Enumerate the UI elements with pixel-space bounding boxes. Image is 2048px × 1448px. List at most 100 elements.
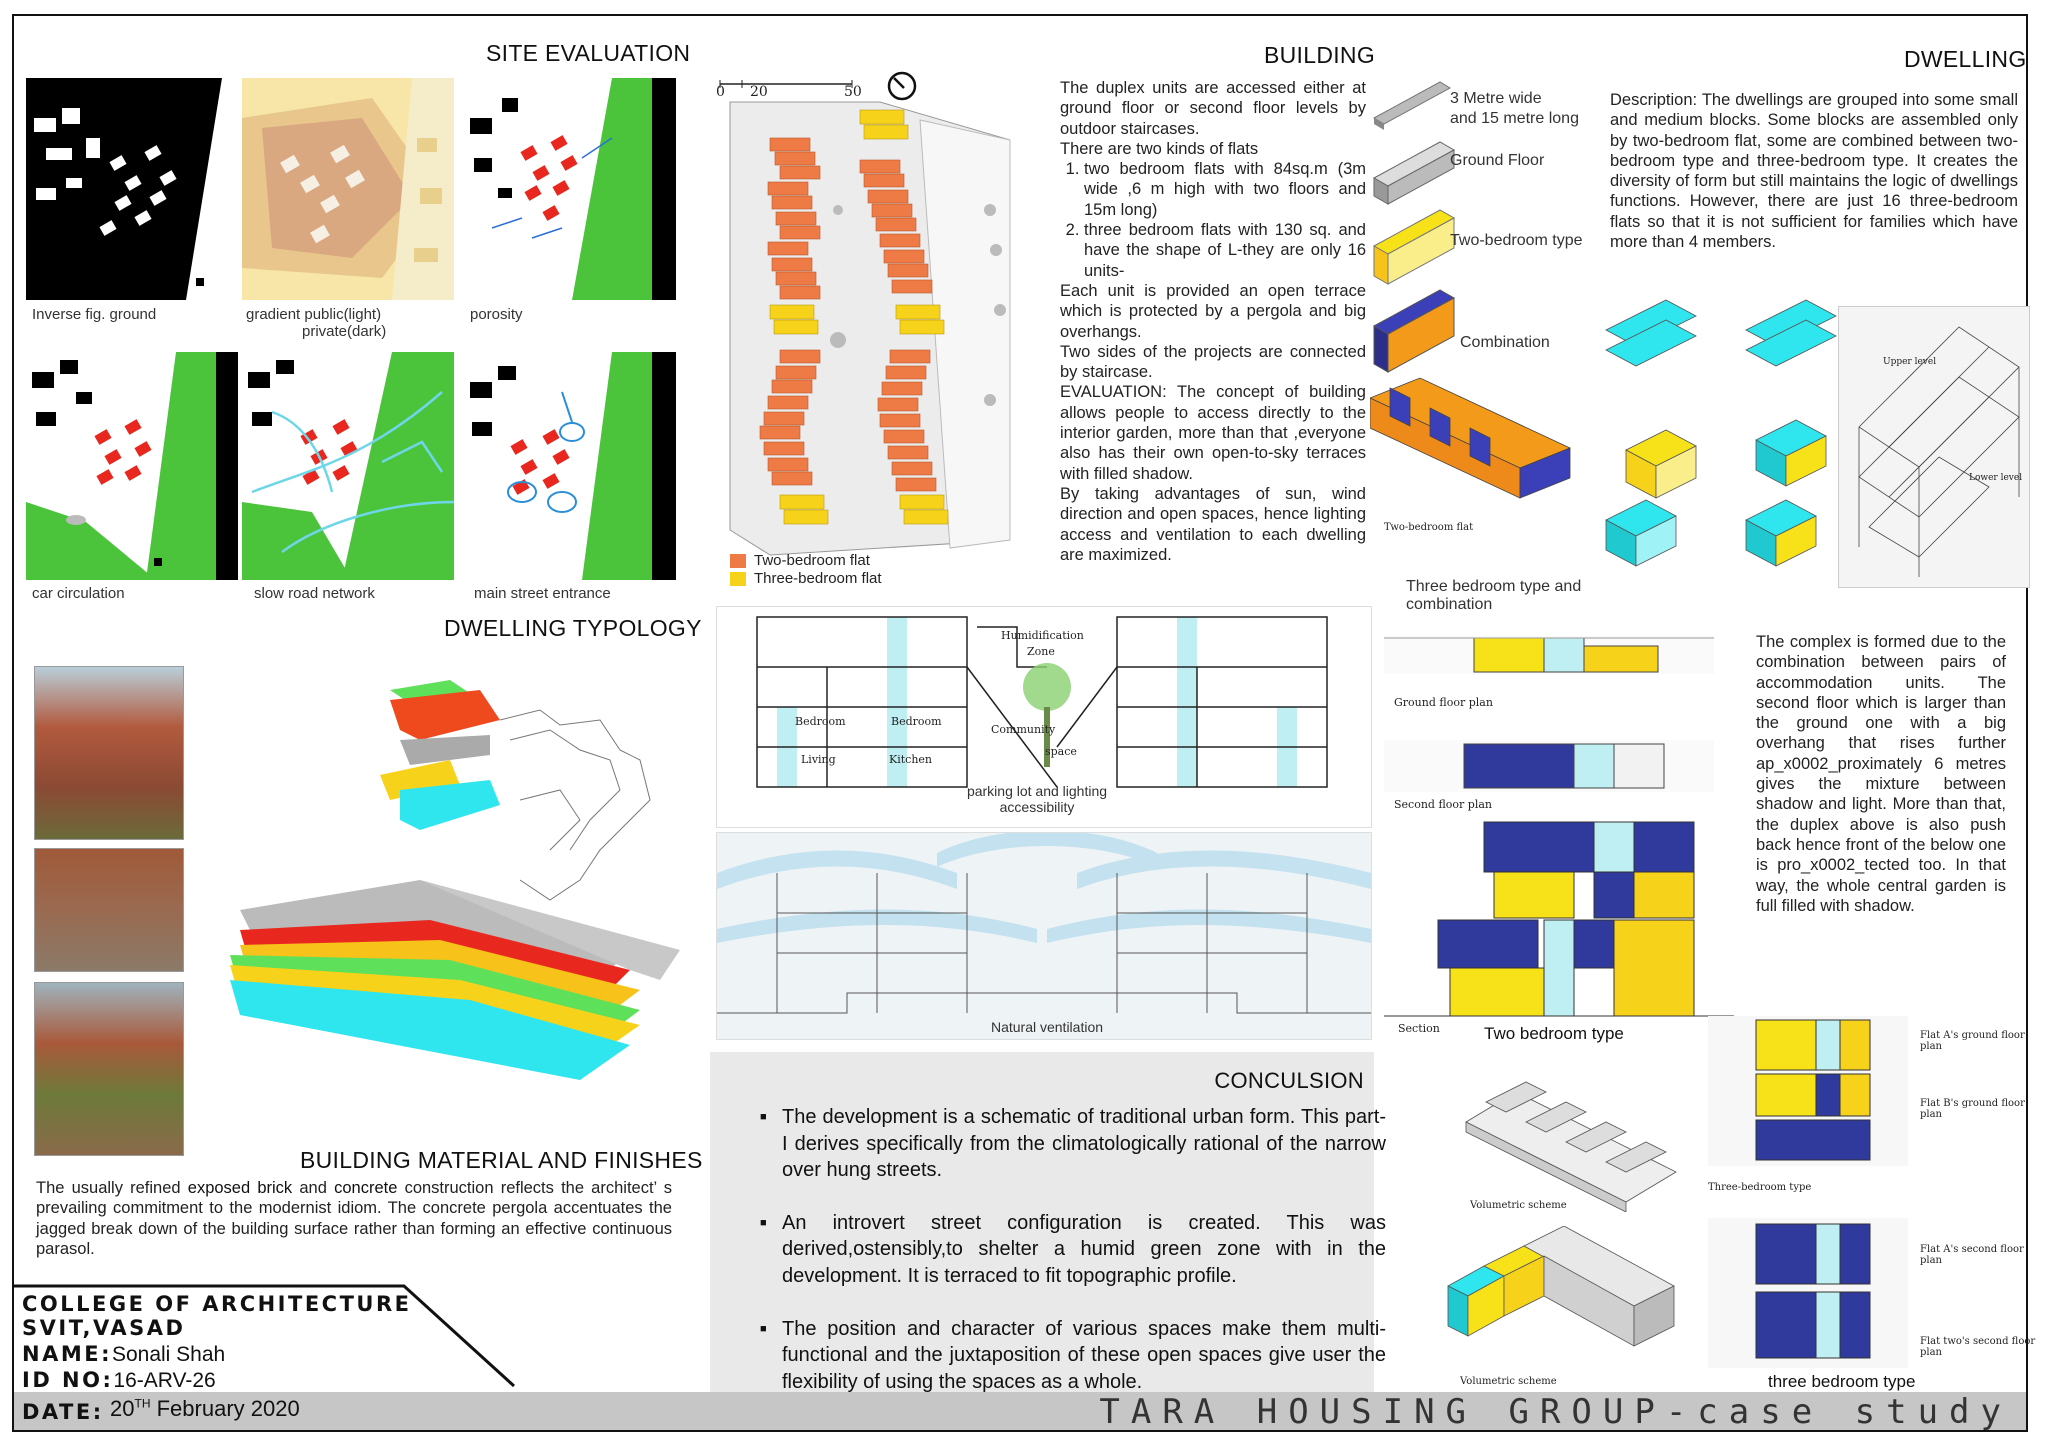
- block-diagrams: [1370, 81, 1572, 499]
- flat-types-list: two bedroom flats with 84sq.m (3m wide ,…: [1060, 159, 1366, 281]
- site-evaluation-heading: SITE EVALUATION: [486, 40, 691, 66]
- volumetric-scheme-label: Volumetric scheme: [1470, 1200, 1567, 1211]
- flat-ground-floor-plans: [1708, 1016, 1908, 1166]
- tile-slow-road-network: [242, 352, 454, 580]
- date-rest: February 2020: [156, 1396, 300, 1421]
- ground-floor-plan-lines: [1384, 637, 1714, 673]
- natural-ventilation-drawing: Natural ventilation: [716, 830, 1372, 1040]
- flat-second-floor-lines: [1755, 1223, 1871, 1359]
- date-suffix: TH: [134, 1396, 151, 1411]
- legend-swatch-orange: [730, 554, 746, 569]
- section-caption: parking lot and lighting accessibility: [966, 783, 1108, 815]
- materials-heading: BUILDING MATERIAL AND FINISHES: [300, 1147, 703, 1173]
- block-label-two-bedroom-flat: Two-bedroom flat: [1384, 522, 1474, 533]
- legend-two-bedroom: Two-bedroom flat: [730, 552, 870, 569]
- block-label-dimensions-2: and 15 metre long: [1450, 110, 1579, 127]
- legend-three-bedroom: Three-bedroom flat: [730, 570, 882, 587]
- lower-level-label: Lower level: [1969, 473, 2023, 483]
- tile-caption: car circulation: [32, 585, 125, 602]
- gradient-map: [242, 78, 454, 300]
- three-bedroom-type-caption: three bedroom type: [1768, 1372, 1916, 1391]
- date-day: 20: [110, 1396, 135, 1421]
- second-floor-plan: [1384, 740, 1714, 792]
- second-floor-plan-lines: [1463, 743, 1665, 789]
- section-label-zone: Zone: [1027, 645, 1055, 658]
- legend-swatch-yellow: [730, 572, 746, 587]
- materials-keyword-brick: exposed brick: [187, 1179, 293, 1197]
- plans-description: The complex is formed due to the combina…: [1756, 633, 2006, 915]
- id-label: ID NO:: [22, 1368, 114, 1392]
- upper-level-label: Upper level: [1883, 357, 1937, 367]
- ground-floor-plan: [1384, 636, 1714, 674]
- date-value: 20TH February 2020: [110, 1396, 300, 1422]
- materials-keyword-concrete: concrete: [334, 1179, 398, 1197]
- photo-courtyard-steps: [34, 848, 184, 972]
- tile-caption: gradient public(light): [246, 306, 382, 323]
- building-staircase-text: Two sides of the projects are connected …: [1060, 342, 1366, 382]
- legend-label: Three-bedroom flat: [754, 570, 882, 587]
- building-evaluation-text: EVALUATION: The concept of building allo…: [1060, 383, 1366, 483]
- tile-porosity: [462, 78, 676, 300]
- three-bedroom-caption: Three bedroom type and combination: [1406, 578, 1582, 613]
- flat-type-item: two bedroom flats with 84sq.m (3m wide ,…: [1084, 159, 1366, 220]
- north-arrow-icon: [887, 71, 917, 101]
- photo-building-exterior: [34, 666, 184, 840]
- building-climate-text: By taking advantages of sun, wind direct…: [1060, 484, 1366, 564]
- ventilation-lines: [717, 830, 1371, 1014]
- site-plan-drawing: [729, 101, 1011, 556]
- section-lines: [756, 616, 1328, 788]
- tile-caption: main street entrance: [474, 585, 611, 602]
- date-label: DATE:: [22, 1400, 104, 1424]
- tile-caption: Inverse fig. ground: [32, 306, 157, 323]
- three-bedroom-block-diagrams: [1605, 299, 1837, 567]
- building-heading: BUILDING: [1264, 42, 1376, 68]
- scale-tick-0: 0: [716, 84, 725, 100]
- slow-road-network-map: [242, 352, 454, 580]
- conclusion-list: The development is a schematic of tradit…: [760, 1104, 1386, 1421]
- flat-type-item: three bedroom flats with 130 sq. and hav…: [1084, 220, 1366, 281]
- section-label-humidification: Humidification: [1001, 629, 1084, 642]
- dwelling-heading: DWELLING: [1904, 46, 2027, 72]
- ground-floor-plan-label: Ground floor plan: [1394, 696, 1493, 709]
- flat-two-second-label: Flat two's second floor plan: [1920, 1336, 2036, 1358]
- second-floor-plan-label: Second floor plan: [1394, 798, 1492, 811]
- volumetric-scheme-2: [1447, 1226, 1675, 1347]
- block-label-two-bedroom: Two-bedroom type: [1450, 232, 1583, 249]
- section-label-kitchen: Kitchen: [889, 753, 932, 766]
- conclusion-point: The development is a schematic of tradit…: [760, 1104, 1386, 1184]
- tile-caption: slow road network: [254, 585, 375, 602]
- flat-second-floor-plans: [1708, 1218, 1908, 1368]
- building-intro: The duplex units are accessed either at …: [1060, 79, 1366, 138]
- block-label-ground-floor: Ground Floor: [1450, 152, 1545, 169]
- section-label: Section: [1398, 1022, 1440, 1035]
- block-label-combination: Combination: [1460, 334, 1550, 351]
- materials-text-part: The usually refined: [36, 1179, 181, 1197]
- scale-tick-50: 50: [844, 84, 862, 100]
- flat-ground-floor-lines: [1755, 1019, 1871, 1161]
- car-circulation-map: [26, 352, 238, 580]
- name-label: NAME:: [22, 1342, 112, 1366]
- inverse-figure-ground-map: [34, 78, 238, 300]
- flat-a-second-label: Flat A's second floor plan: [1920, 1244, 2024, 1266]
- author-block-frame: [14, 1284, 516, 1388]
- building-kinds: There are two kinds of flats: [1060, 139, 1259, 158]
- three-bedroom-type-label: Three-bedroom type: [1708, 1182, 1812, 1193]
- dwelling-typology-heading: DWELLING TYPOLOGY: [444, 615, 702, 641]
- main-street-entrance-map: [470, 352, 676, 580]
- section-two-bedroom-lines: [1384, 821, 1734, 1017]
- author-id-row: ID NO:16-ARV-26: [22, 1368, 216, 1393]
- author-id: 16-ARV-26: [113, 1369, 216, 1392]
- conclusion-panel: CONCULSION The development is a schemati…: [710, 1052, 1386, 1393]
- materials-text: The usually refined exposed brick and co…: [36, 1178, 672, 1259]
- block-label-dimensions: 3 Metre wide: [1450, 90, 1542, 107]
- building-description: The duplex units are accessed either at …: [1060, 78, 1366, 565]
- building-terrace-text: Each unit is provided an open terrace wh…: [1060, 281, 1366, 341]
- dwelling-sketch-lines: [1858, 326, 2020, 577]
- tile-main-street-entrance: [462, 352, 676, 580]
- conclusion-point: The position and character of various sp…: [760, 1316, 1386, 1396]
- two-bedroom-type-caption: Two bedroom type: [1484, 1024, 1624, 1043]
- volumetric-scheme-1: [1465, 1081, 1677, 1212]
- dwelling-description: Description: The dwellings are grouped i…: [1610, 91, 2018, 252]
- conclusion-heading: CONCULSION: [1214, 1068, 1364, 1093]
